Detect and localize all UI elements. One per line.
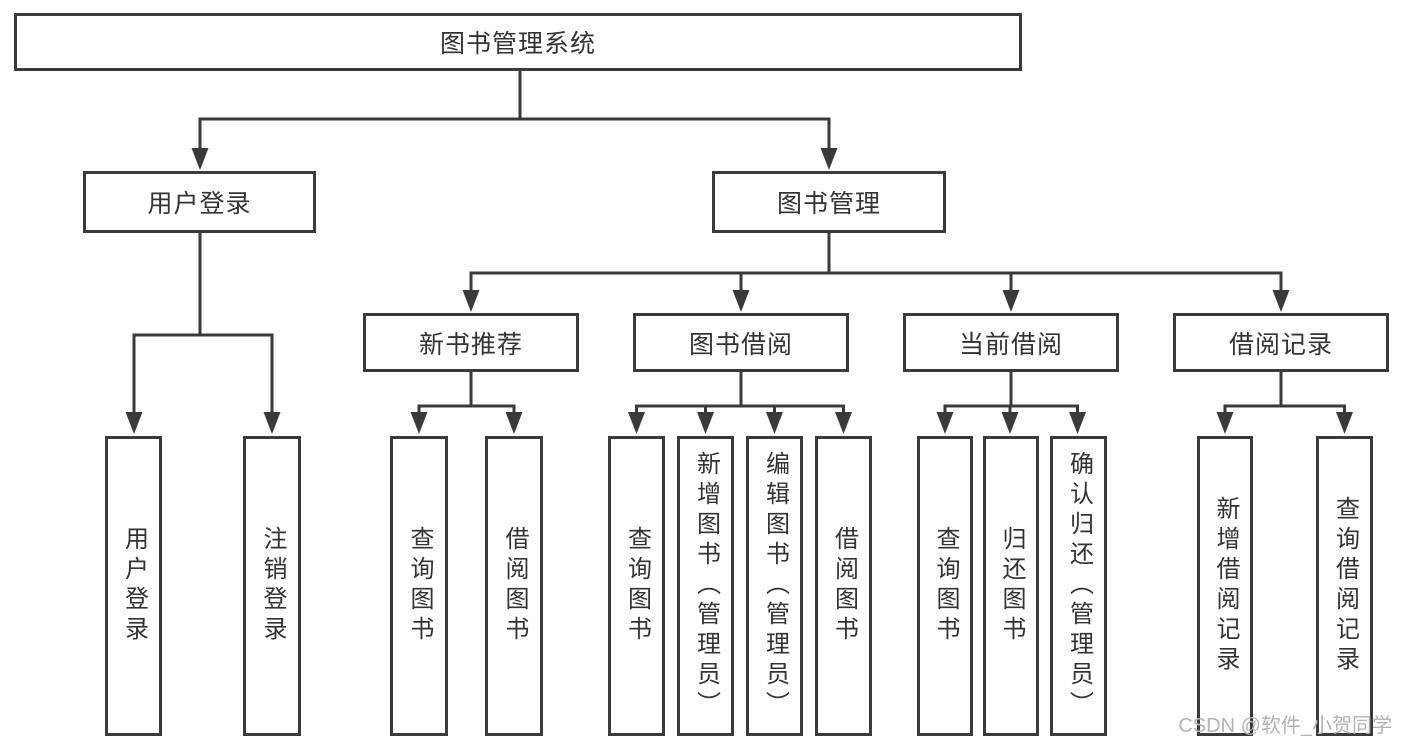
arrow-down-icon	[1336, 412, 1353, 434]
watermark: CSDN @软件_小贺同学	[1178, 715, 1392, 737]
node-user-login: 用户登录	[83, 171, 316, 233]
leaf-confirm-return-admin: 确认归还（管理员）	[1050, 436, 1107, 736]
arrow-down-icon	[936, 412, 954, 434]
arrow-down-icon	[125, 412, 143, 434]
arrow-down-icon	[697, 412, 714, 434]
arrow-down-icon	[1001, 412, 1019, 434]
arrow-down-icon	[628, 412, 645, 434]
arrow-down-icon	[1069, 412, 1086, 434]
leaf-query-books-1: 查询图书	[390, 436, 448, 736]
arrow-down-icon	[1002, 290, 1020, 312]
leaf-user-login: 用户登录	[105, 436, 162, 736]
arrow-down-icon	[1216, 412, 1234, 434]
leaf-query-borrow-record: 查询借阅记录	[1316, 436, 1373, 736]
arrow-down-icon	[766, 412, 783, 434]
node-book-borrow: 图书借阅	[633, 313, 849, 372]
leaf-return-book: 归还图书	[983, 436, 1039, 736]
node-root-library-system: 图书管理系统	[14, 13, 1022, 71]
arrow-down-icon	[462, 290, 480, 312]
arrow-down-icon	[191, 148, 209, 170]
node-borrow-records: 借阅记录	[1173, 313, 1389, 372]
arrow-down-icon	[410, 412, 428, 434]
arrow-down-icon	[835, 412, 852, 434]
leaf-add-borrow-record: 新增借阅记录	[1197, 436, 1253, 736]
arrow-down-icon	[505, 412, 523, 434]
arrow-down-icon	[820, 148, 838, 170]
arrow-down-icon	[1272, 290, 1290, 312]
leaf-borrow-books-2: 借阅图书	[815, 436, 872, 736]
arrow-down-icon	[732, 290, 750, 312]
leaf-borrow-books-1: 借阅图书	[485, 436, 543, 736]
node-book-management: 图书管理	[712, 171, 946, 233]
leaf-logout: 注销登录	[243, 436, 301, 736]
leaf-query-books-3: 查询图书	[917, 436, 973, 736]
node-new-book-recommend: 新书推荐	[363, 313, 579, 372]
leaf-query-books-2: 查询图书	[608, 436, 665, 736]
arrow-down-icon	[263, 412, 281, 434]
arrowhead-icons	[125, 148, 1353, 434]
node-current-borrow: 当前借阅	[903, 313, 1119, 372]
leaf-edit-book-admin: 编辑图书（管理员）	[746, 436, 803, 736]
leaf-add-book-admin: 新增图书（管理员）	[677, 436, 734, 736]
tree-lines	[132, 71, 1346, 413]
